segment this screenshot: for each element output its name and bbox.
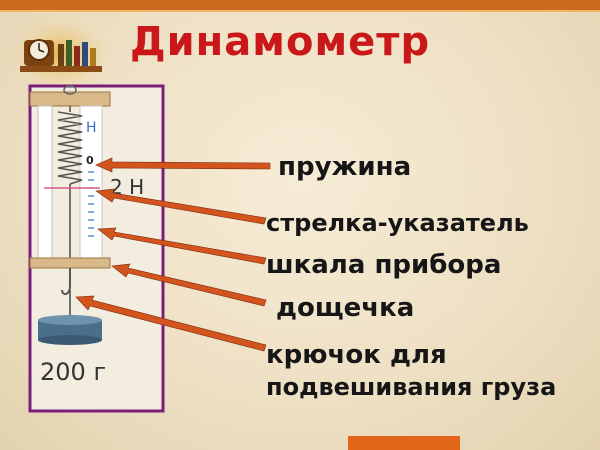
label-hook-line2: подвешивания груза [266, 373, 557, 401]
bottom-board [29, 257, 111, 269]
top-ring-icon [63, 85, 77, 95]
label-board: дощечка [276, 293, 415, 323]
arrow-scale-icon [97, 227, 267, 265]
label-pointer: стрелка-указатель [266, 209, 529, 237]
plank [37, 105, 53, 259]
weight-icon [38, 315, 102, 345]
slide-title: Динамометр [130, 19, 431, 65]
label-scale: шкала прибора [266, 250, 502, 280]
arrow-spring-icon [95, 157, 271, 173]
arrow-hook-icon [75, 295, 267, 352]
label-spring: пружина [278, 152, 412, 182]
arrow-board-icon [111, 263, 267, 307]
arrow-pointer-icon [95, 188, 267, 225]
weight-label: 200 г [40, 358, 106, 386]
scale-unit-label: Н [86, 120, 97, 136]
top-bar-highlight [0, 10, 600, 12]
top-bar [0, 0, 600, 10]
bottom-tab [348, 436, 460, 450]
clock-bookshelf-clipart-icon [6, 14, 114, 94]
hook-icon [61, 268, 71, 296]
label-hook-line1: крючок для [266, 340, 447, 370]
zero-mark: 0 [86, 154, 94, 167]
callout-arrows [75, 157, 271, 352]
spring-icon [57, 106, 83, 262]
